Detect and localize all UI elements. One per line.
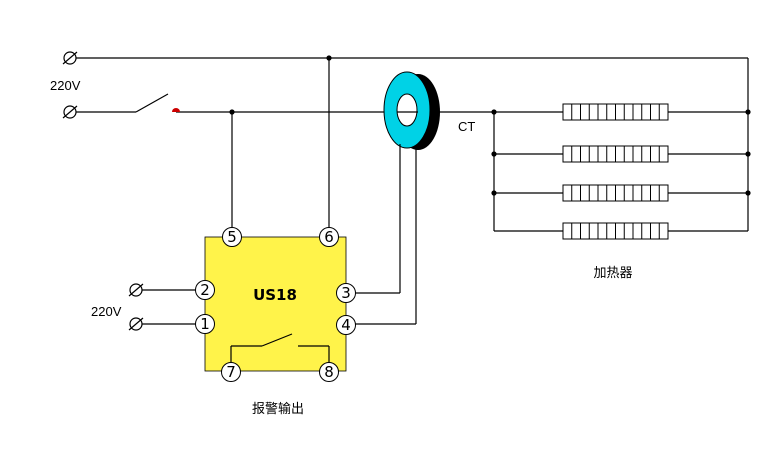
pin-2: 2 xyxy=(195,280,215,300)
junction-dots xyxy=(229,55,751,196)
svg-text:7: 7 xyxy=(226,363,236,381)
pin-4: 4 xyxy=(336,315,356,335)
svg-text:3: 3 xyxy=(341,284,351,302)
pin-8: 8 xyxy=(319,362,339,382)
pin-6: 6 xyxy=(319,227,339,247)
svg-text:1: 1 xyxy=(200,315,210,333)
pin-3: 3 xyxy=(336,283,356,303)
ct-label: CT xyxy=(458,119,475,134)
us18-module xyxy=(204,236,347,372)
aux-terminal-bottom xyxy=(128,317,144,331)
module-name: US18 xyxy=(253,286,297,304)
aux-terminal-top xyxy=(128,283,144,297)
heater-element xyxy=(562,145,669,163)
supply-wiring xyxy=(76,57,749,231)
svg-text:6: 6 xyxy=(324,228,334,246)
heater-bank xyxy=(494,103,748,240)
pin-1: 1 xyxy=(195,314,215,334)
current-transformer xyxy=(383,71,440,150)
alarm-output-label: 报警输出 xyxy=(252,401,304,417)
supply-terminal-top xyxy=(62,51,78,65)
supply-voltage-label: 220V xyxy=(50,78,81,93)
heater-label: 加热器 xyxy=(593,266,632,281)
pin-5: 5 xyxy=(222,227,242,247)
svg-text:5: 5 xyxy=(227,228,237,246)
heater-element xyxy=(562,222,669,240)
heater-element xyxy=(562,103,669,121)
aux-voltage-label: 220V xyxy=(91,304,122,319)
svg-text:4: 4 xyxy=(341,316,351,334)
supply-terminal-bottom xyxy=(62,105,78,119)
alarm-relay-contact xyxy=(230,333,330,362)
aux-supply-wiring xyxy=(142,289,196,325)
heater-element xyxy=(562,184,669,202)
svg-text:2: 2 xyxy=(200,281,210,299)
pin-7: 7 xyxy=(221,362,241,382)
svg-text:8: 8 xyxy=(324,363,334,381)
ct-secondary-wiring xyxy=(354,144,417,325)
switch-contact xyxy=(172,108,180,112)
